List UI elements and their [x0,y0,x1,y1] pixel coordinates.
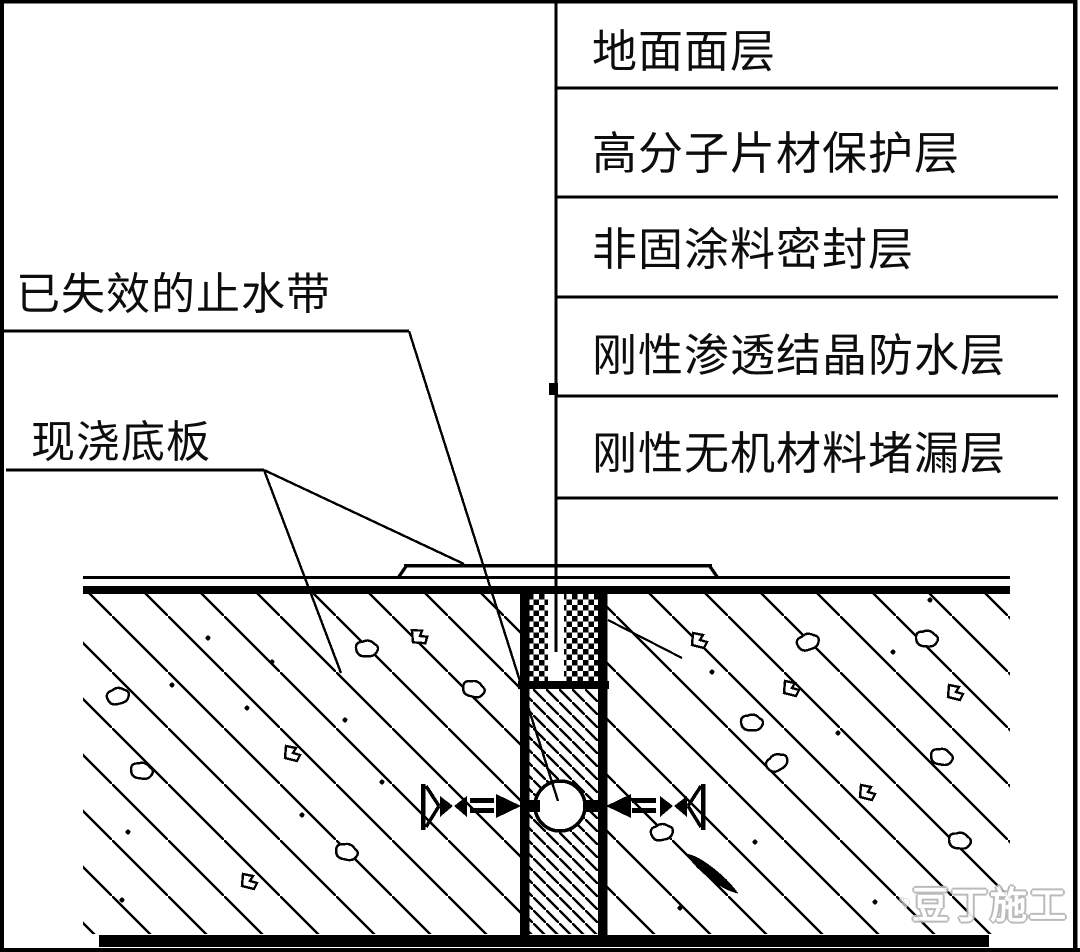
label-ground-finish-layer: 地面面层 [592,27,777,77]
plugging-layer-checker [529,594,598,682]
label-noncuring-coating-seal: 非固涂料密封层 [592,225,915,275]
label-cast-in-place-slab: 现浇底板 [31,418,211,467]
label-failed-waterstop: 已失效的止水带 [16,270,331,319]
waterstop-left-wing [421,784,540,830]
cast-slab-left-hatch [83,594,520,934]
label-rigid-crystalline-waterproof: 刚性渗透结晶防水层 [592,331,1007,381]
leaf-inclusion [685,853,739,894]
leader-lines [2,2,1058,802]
watermark-text: 豆丁施工 [912,885,1068,926]
waterstop-bulb [533,779,587,833]
label-rigid-inorganic-plugging: 刚性无机材料堵漏层 [592,429,1007,479]
cast-slab-leader-b [263,468,465,566]
label-polymer-sheet-protection: 高分子片材保护层 [592,129,961,179]
cast-slab-leader-a [262,469,343,674]
slab-structure-lines [83,564,1010,947]
waterstop-symbol [421,779,706,833]
waterstop-right-wing [583,784,706,830]
watermark-mascot-icon [899,896,910,909]
layers-leader-tick [549,383,558,395]
aggregate-decorations [104,597,974,911]
failed-waterstop-leader [407,330,560,802]
watermark: 豆丁施工 [898,872,1068,932]
joint-reference-diagonal [607,619,683,659]
